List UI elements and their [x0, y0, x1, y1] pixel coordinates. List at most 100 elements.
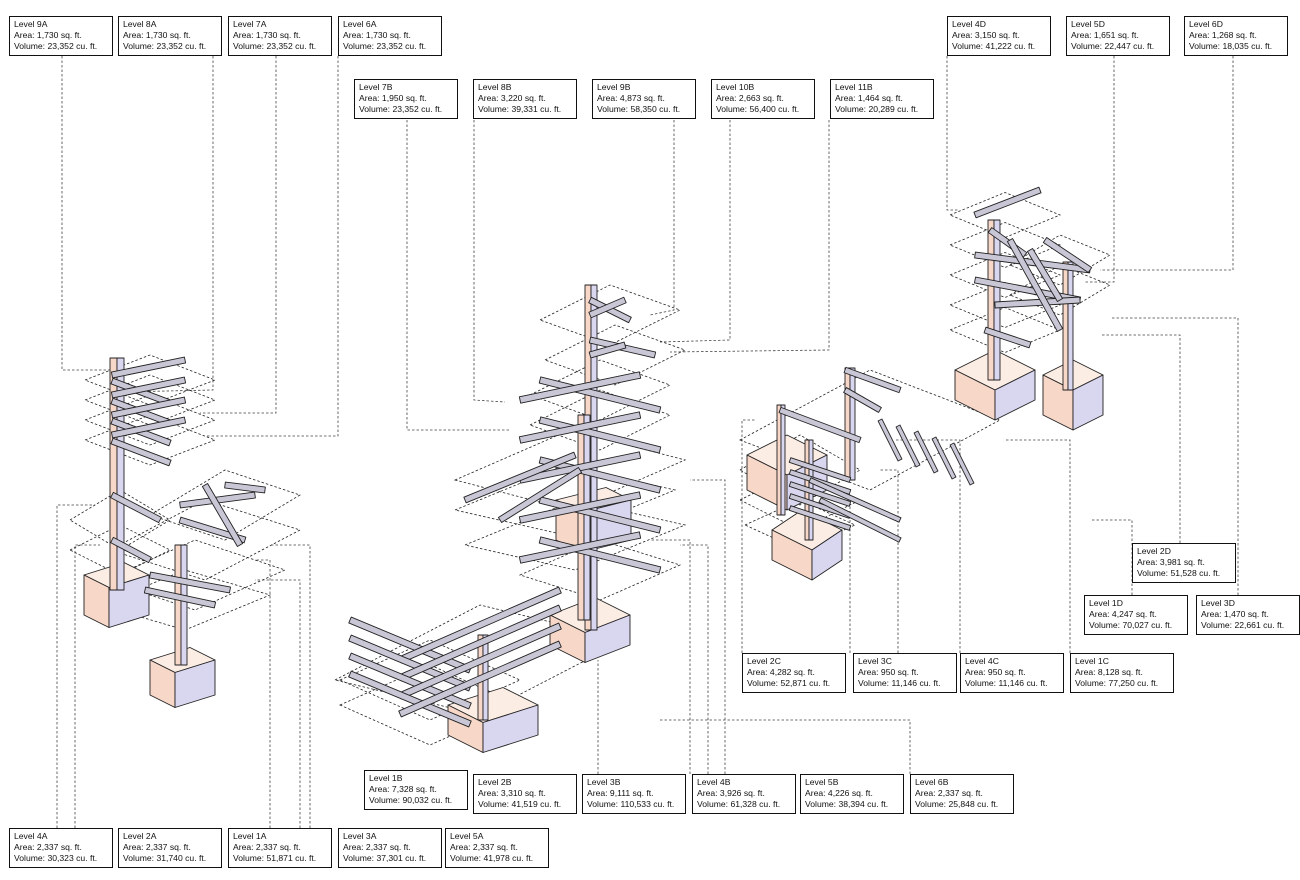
core-c2-right	[849, 367, 856, 481]
beam-a	[110, 536, 152, 564]
level-area: Area: 1,730 sq. ft.	[14, 30, 82, 40]
floor-plate-a	[83, 394, 217, 446]
level-title: Level 1A	[233, 831, 267, 841]
beam-c	[843, 366, 902, 394]
beam-c	[808, 477, 902, 523]
level-area: Area: 4,247 sq. ft.	[1089, 609, 1157, 619]
level-title: Level 3D	[1201, 598, 1235, 608]
level-volume: Volume: 11,146 cu. ft.	[965, 678, 1048, 688]
floor-plate-d	[948, 192, 1062, 238]
core-b2-left	[577, 414, 585, 621]
leader-line	[56, 504, 95, 828]
beam-b	[588, 341, 627, 359]
core-b1-right	[590, 284, 598, 631]
level-area: Area: 1,950 sq. ft.	[359, 93, 427, 103]
level-area: Area: 2,337 sq. ft.	[450, 842, 518, 852]
level-volume: Volume: 23,352 cu. ft.	[233, 41, 317, 51]
beam-c	[818, 497, 902, 543]
floor-plate-b	[518, 539, 682, 601]
beam-d	[973, 186, 1042, 219]
core-a2-left	[174, 544, 182, 666]
level-volume: Volume: 22,661 cu. ft.	[1201, 620, 1285, 630]
beam-c	[788, 481, 852, 507]
base-d1-right	[994, 369, 1036, 421]
beam-a	[110, 396, 187, 419]
beam-d	[1042, 237, 1093, 273]
level-area: Area: 950 sq. ft.	[965, 667, 1026, 677]
core-d2-left	[1062, 261, 1069, 391]
level-area: Area: 1,730 sq. ft.	[343, 30, 411, 40]
level-volume: Volume: 37,301 cu. ft.	[343, 853, 427, 863]
beam-a	[224, 481, 266, 494]
beam-c	[788, 505, 852, 531]
beam-b	[588, 296, 627, 319]
level-volume: Volume: 31,740 cu. ft.	[123, 853, 207, 863]
level-title: Level 2C	[747, 656, 781, 666]
leader-line	[255, 559, 271, 828]
level-title: Level 2B	[478, 777, 512, 787]
level-volume: Volume: 70,027 cu. ft.	[1089, 620, 1173, 630]
leader-line	[741, 419, 755, 653]
level-title: Level 8A	[123, 19, 157, 29]
level-title: Level 2D	[1137, 546, 1171, 556]
leader-line	[669, 120, 830, 353]
leader-line	[61, 56, 110, 371]
structure	[83, 186, 1104, 753]
beam-d	[983, 326, 1032, 349]
level-title: Level 7B	[359, 82, 393, 92]
level-title: Level 9B	[597, 82, 631, 92]
level-volume: Volume: 51,528 cu. ft.	[1137, 568, 1221, 578]
level-title: Level 2A	[123, 831, 157, 841]
beam-d	[1006, 238, 1064, 332]
leader-line	[946, 56, 958, 211]
level-area: Area: 4,873 sq. ft.	[597, 93, 665, 103]
leader-line	[473, 120, 506, 403]
level-volume: Volume: 25,848 cu. ft.	[915, 799, 999, 809]
base-d2-right	[1072, 374, 1104, 431]
floor-plate-b	[543, 324, 687, 386]
level-area: Area: 1,268 sq. ft.	[1189, 30, 1257, 40]
level-area: Area: 950 sq. ft.	[858, 667, 919, 677]
level-title: Level 3A	[343, 831, 377, 841]
level-volume: Volume: 22,447 cu. ft.	[1071, 41, 1155, 51]
level-volume: Volume: 52,871 cu. ft.	[747, 678, 831, 688]
beam-d	[1026, 248, 1064, 302]
leader-line	[255, 579, 301, 828]
level-area: Area: 2,337 sq. ft.	[915, 788, 983, 798]
floor-plate-d	[948, 282, 1062, 328]
leader-line	[660, 719, 911, 774]
level-area: Area: 3,926 sq. ft.	[697, 788, 765, 798]
level-title: Level 1C	[1075, 656, 1109, 666]
leader-line	[406, 120, 510, 431]
level-area: Area: 9,111 sq. ft.	[587, 788, 654, 798]
beam-b	[348, 670, 472, 728]
level-area: Area: 3,220 sq. ft.	[478, 93, 546, 103]
level-area: Area: 3,310 sq. ft.	[478, 788, 546, 798]
beam-b	[518, 371, 642, 404]
base-a2-right	[174, 659, 216, 708]
level-title: Level 6B	[915, 777, 949, 787]
level-area: Area: 1,730 sq. ft.	[123, 30, 191, 40]
level-volume: Volume: 23,352 cu. ft.	[359, 104, 443, 114]
level-volume: Volume: 18,035 cu. ft.	[1189, 41, 1273, 51]
beam-a	[110, 437, 172, 467]
level-volume: Volume: 61,328 cu. ft.	[697, 799, 781, 809]
beam-c	[913, 430, 939, 474]
level-title: Level 9A	[14, 19, 48, 29]
floor-plate-b	[463, 499, 687, 571]
